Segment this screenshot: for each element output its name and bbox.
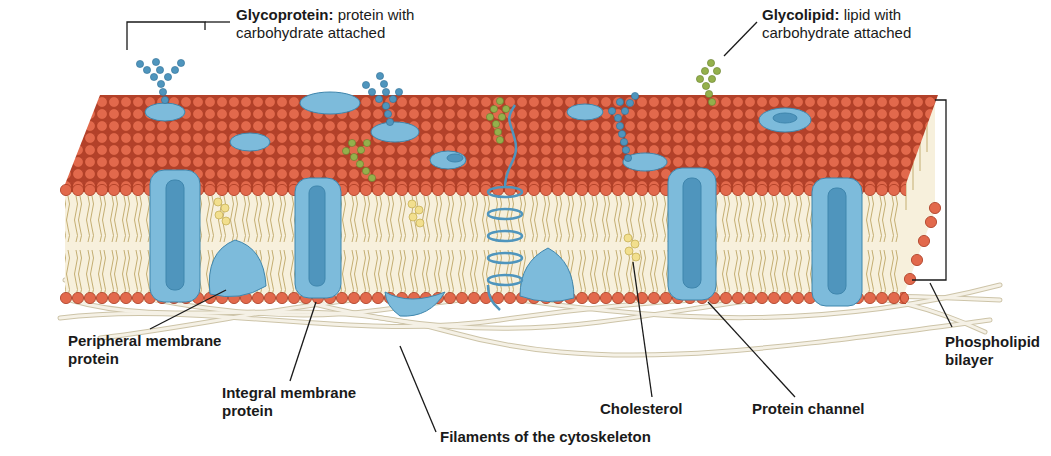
term-label: Cholesterol <box>600 400 683 417</box>
label-text: Filaments of the cytoskeleton <box>440 428 700 446</box>
label-text: Glycolipid: lipid with carbohydrate atta… <box>762 6 930 42</box>
term-label: Glycoprotein: <box>236 6 334 23</box>
label-text: Cholesterol <box>600 400 710 418</box>
label-text: Peripheral membrane protein <box>68 332 238 368</box>
label-text: Integral membrane protein <box>222 384 372 420</box>
term-label: Glycolipid: <box>762 6 840 23</box>
label-text: Glycoprotein: protein with carbohydrate … <box>236 6 506 42</box>
term-label: Peripheral membrane protein <box>68 332 221 367</box>
label-text: Protein channel <box>752 400 902 418</box>
membrane-proteins <box>145 92 862 316</box>
term-label: Phospholipid bilayer <box>945 333 1040 368</box>
cholesterol-clusters <box>214 198 640 261</box>
term-label: Integral membrane protein <box>222 384 356 419</box>
label-text: Phospholipid bilayer <box>945 333 1045 369</box>
term-label: Protein channel <box>752 400 865 417</box>
leader-lines <box>127 22 952 432</box>
phospholipid-slab <box>60 95 941 305</box>
glycoprotein-chains <box>136 58 638 161</box>
term-label: Filaments of the cytoskeleton <box>440 428 651 445</box>
glycolipid-chains <box>342 59 720 181</box>
